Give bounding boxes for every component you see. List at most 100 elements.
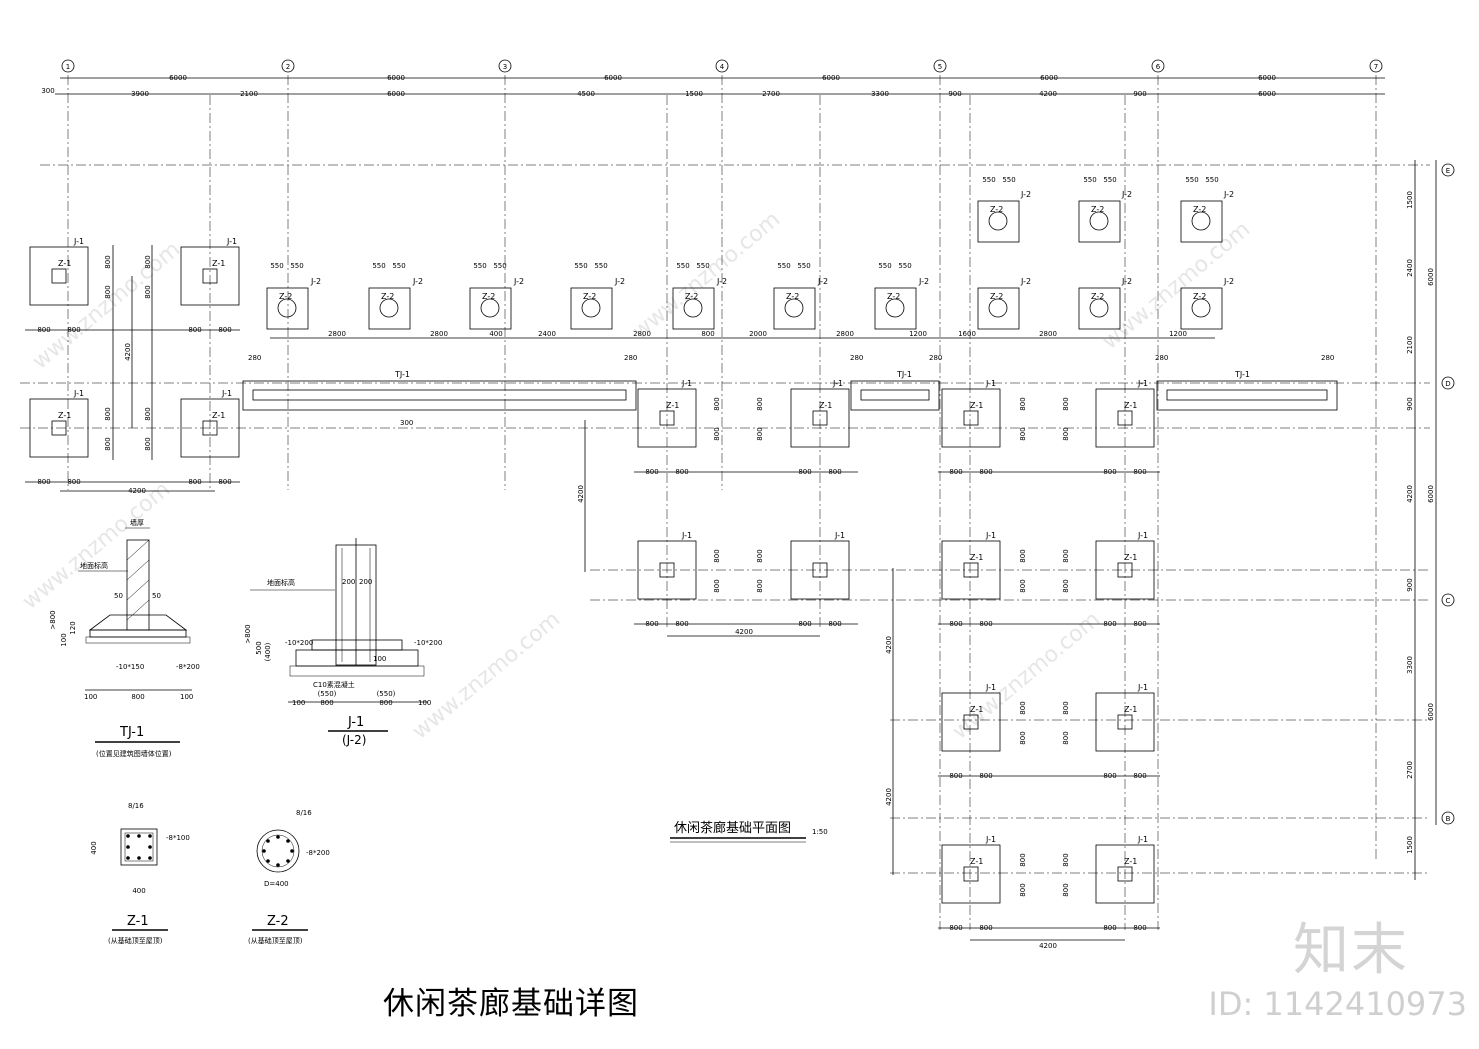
dim-label: 800 [104, 407, 112, 420]
dim-label: 300 [400, 419, 413, 427]
footing-j2 [1180, 200, 1223, 243]
section-note: (从基础顶至屋顶) [248, 936, 303, 945]
rebar-dot [276, 835, 280, 839]
column-z1 [963, 410, 979, 426]
column-z1 [202, 268, 218, 284]
footing-label: J-2 [412, 277, 423, 286]
dim-label: 550 [797, 262, 810, 270]
dim-label: 800 [713, 549, 721, 562]
dim-label: 800 [1019, 701, 1027, 714]
dim-label: 280 [248, 354, 261, 362]
right-dim-2: 2400 [1406, 259, 1414, 277]
detail-title: TJ-1 [119, 725, 144, 740]
dim-label: 800 [645, 468, 658, 476]
height-dim: 120 [69, 621, 77, 634]
dim-label: 800 [1062, 579, 1070, 592]
rebar-dot [148, 856, 152, 860]
section-title: Z-1 [127, 914, 149, 929]
plan-title: 休闲茶廊基础平面图 [674, 820, 791, 836]
dim-label: 800 [218, 478, 231, 486]
footing-j1 [941, 692, 1001, 752]
dim-label: 550 [696, 262, 709, 270]
dim-label: 800 [798, 468, 811, 476]
wall-section [126, 539, 150, 631]
dim-label: 550 [594, 262, 607, 270]
footing-j2 [773, 287, 816, 330]
footing-j1 [790, 540, 850, 600]
grid-marker-1 [61, 59, 75, 73]
dim-label: 800 [67, 326, 80, 334]
dim-label: 800 [1019, 549, 1027, 562]
footing-label: J-2 [1121, 190, 1132, 199]
row-marker-e [1441, 163, 1455, 177]
strip-footing-profile [88, 614, 188, 631]
right-dim-5: 4200 [1406, 485, 1414, 503]
dim-label: 800 [979, 924, 992, 932]
dim-label: 550 [982, 176, 995, 184]
dim-label: 800 [1062, 883, 1070, 896]
hatch [126, 579, 150, 601]
column-label: Z-2 [1091, 292, 1104, 301]
dim-label: 800 [1103, 620, 1116, 628]
dim-label: 2800 [633, 330, 651, 338]
footing-j2 [672, 287, 715, 330]
stirrup-round [261, 834, 295, 868]
dim-label: 800 [1103, 924, 1116, 932]
footing-j2 [874, 287, 917, 330]
dim-label: 550 [290, 262, 303, 270]
dim-label: 800 [144, 437, 152, 450]
row-marker-d [1441, 376, 1455, 390]
column-z1 [51, 420, 67, 436]
hatch [126, 559, 150, 581]
width-dim: 800 [379, 699, 392, 707]
strip-footing-tj1 [850, 380, 940, 411]
column-z1 [1117, 410, 1133, 426]
strip-label: TJ-1 [394, 370, 410, 379]
column-label: Z-1 [666, 401, 679, 410]
grid-mark-7: 7 [1374, 63, 1378, 71]
right-outer-2: 6000 [1427, 485, 1435, 503]
footing-j1 [1095, 540, 1155, 600]
grid-mark-2: 2 [286, 63, 290, 71]
column-label: Z-2 [1193, 205, 1206, 214]
dim-label: 4200 [128, 487, 146, 495]
footing-j1 [941, 540, 1001, 600]
dim-label: 800 [1019, 397, 1027, 410]
dim-label: 550 [878, 262, 891, 270]
footing-j1 [29, 246, 89, 306]
footing-j2 [977, 200, 1020, 243]
dim-label: 2800 [430, 330, 448, 338]
footing-label: J-1 [226, 237, 237, 246]
dim-label: 2800 [836, 330, 854, 338]
column-z2 [784, 298, 804, 318]
column-z1 [812, 562, 828, 578]
top-span-4: 6000 [822, 74, 840, 82]
column-label: Z-2 [887, 292, 900, 301]
column-z2 [683, 298, 703, 318]
watermark-4: www.znzmo.com [408, 607, 565, 745]
dim-label: 550 [270, 262, 283, 270]
width-dim: 800 [131, 693, 144, 701]
dim-label: 800 [1019, 853, 1027, 866]
column-label: Z-1 [1124, 857, 1137, 866]
dim-label: 800 [188, 326, 201, 334]
dim-label: 800 [218, 326, 231, 334]
j1-section: 200 200 地面标高 -10*200 -10*200 100 C10素混凝土… [244, 538, 442, 747]
sub-span-9: 900 [948, 90, 961, 98]
rebar-dot [126, 856, 130, 860]
footing-label: J-2 [614, 277, 625, 286]
plan-title-block: 休闲茶廊基础平面图 1:50 [670, 820, 828, 843]
dim-label: 4200 [885, 788, 893, 806]
column-z2 [1089, 298, 1109, 318]
footing-j2 [1180, 287, 1223, 330]
sub-span-7: 2700 [762, 90, 780, 98]
sub-span-4: 6000 [387, 90, 405, 98]
footing-label: J-2 [1020, 277, 1031, 286]
column-z1 [963, 714, 979, 730]
right-outer-1: 6000 [1427, 268, 1435, 286]
grid-mark-4: 4 [720, 63, 725, 71]
grid-marker-5 [933, 59, 947, 73]
footing-label: J-2 [918, 277, 929, 286]
column-z1 [202, 420, 218, 436]
